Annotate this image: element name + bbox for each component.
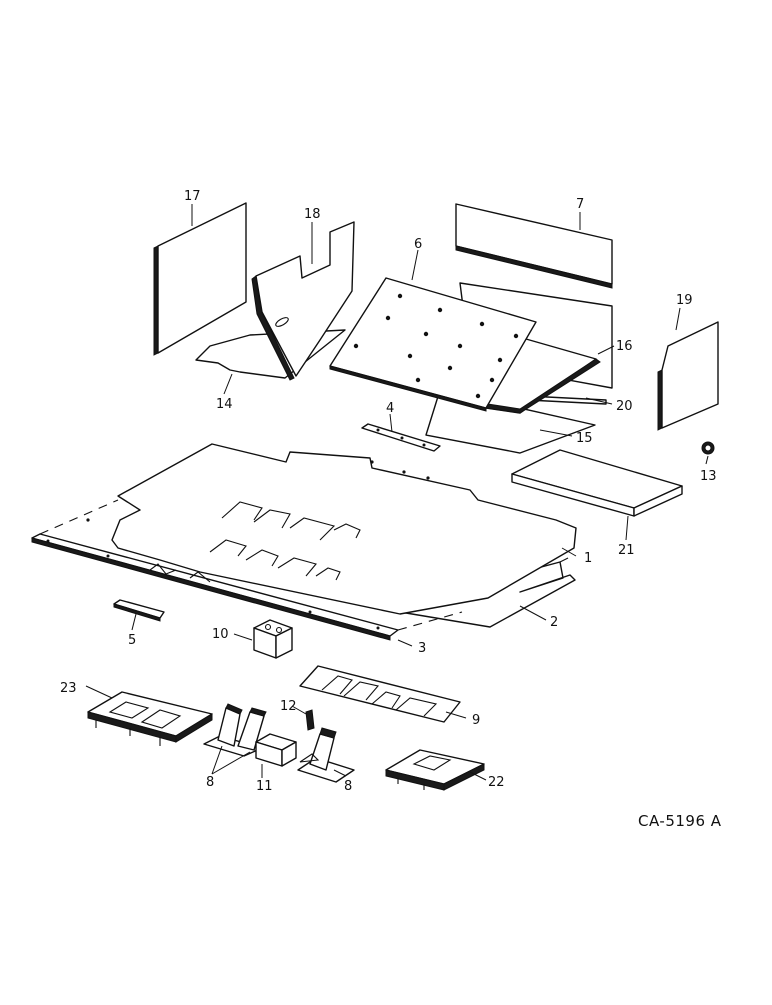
part-12-pin — [305, 709, 315, 731]
callout-2: 2 — [550, 615, 558, 630]
callout-8a: 8 — [206, 775, 214, 790]
callout-7: 7 — [576, 197, 584, 212]
part-10-box — [253, 619, 293, 659]
callout-1: 1 — [584, 551, 592, 566]
callout-19: 19 — [676, 293, 693, 308]
callout-3: 3 — [418, 641, 426, 656]
part-7-top-trim — [455, 203, 613, 289]
part-6-floor-plate — [329, 277, 537, 412]
callout-12: 12 — [280, 699, 297, 714]
callout-15: 15 — [576, 431, 593, 446]
callout-9: 9 — [472, 713, 480, 728]
part-23-support — [87, 691, 213, 746]
part-13-grommet — [701, 441, 715, 455]
callout-11: 11 — [256, 779, 273, 794]
alignment-lines — [39, 499, 573, 631]
callout-21: 21 — [618, 543, 635, 558]
callout-18: 18 — [304, 207, 321, 222]
part-19-side-panel — [657, 321, 719, 431]
callout-6: 6 — [414, 237, 422, 252]
part-9-slotted-plate — [299, 665, 461, 723]
part-3-edge-strip — [31, 533, 399, 641]
part-8-mounts — [203, 703, 355, 783]
callout-labels: 1 2 3 4 5 6 7 8 8 9 10 11 12 13 14 15 16… — [60, 189, 717, 794]
callout-20: 20 — [616, 399, 633, 414]
part-4-bar — [361, 423, 441, 452]
callout-22: 22 — [488, 775, 505, 790]
callout-8b: 8 — [344, 779, 352, 794]
part-21-cushion — [511, 449, 683, 517]
callout-13: 13 — [700, 469, 717, 484]
callout-16: 16 — [616, 339, 633, 354]
part-1-main-mat — [86, 443, 577, 615]
callout-5: 5 — [128, 633, 136, 648]
drawing-number: CA-5196 A — [638, 812, 722, 830]
part-5-bracket — [113, 599, 165, 622]
callout-10: 10 — [212, 627, 229, 642]
part-22-support — [385, 749, 485, 791]
callout-4: 4 — [386, 401, 394, 416]
callout-23: 23 — [60, 681, 77, 696]
callout-14: 14 — [216, 397, 233, 412]
callout-17: 17 — [184, 189, 201, 204]
part-11-box — [255, 733, 297, 767]
part-17-rear-panel — [153, 202, 247, 356]
leader-lines — [85, 204, 709, 781]
part-18-side-panel — [251, 221, 355, 381]
